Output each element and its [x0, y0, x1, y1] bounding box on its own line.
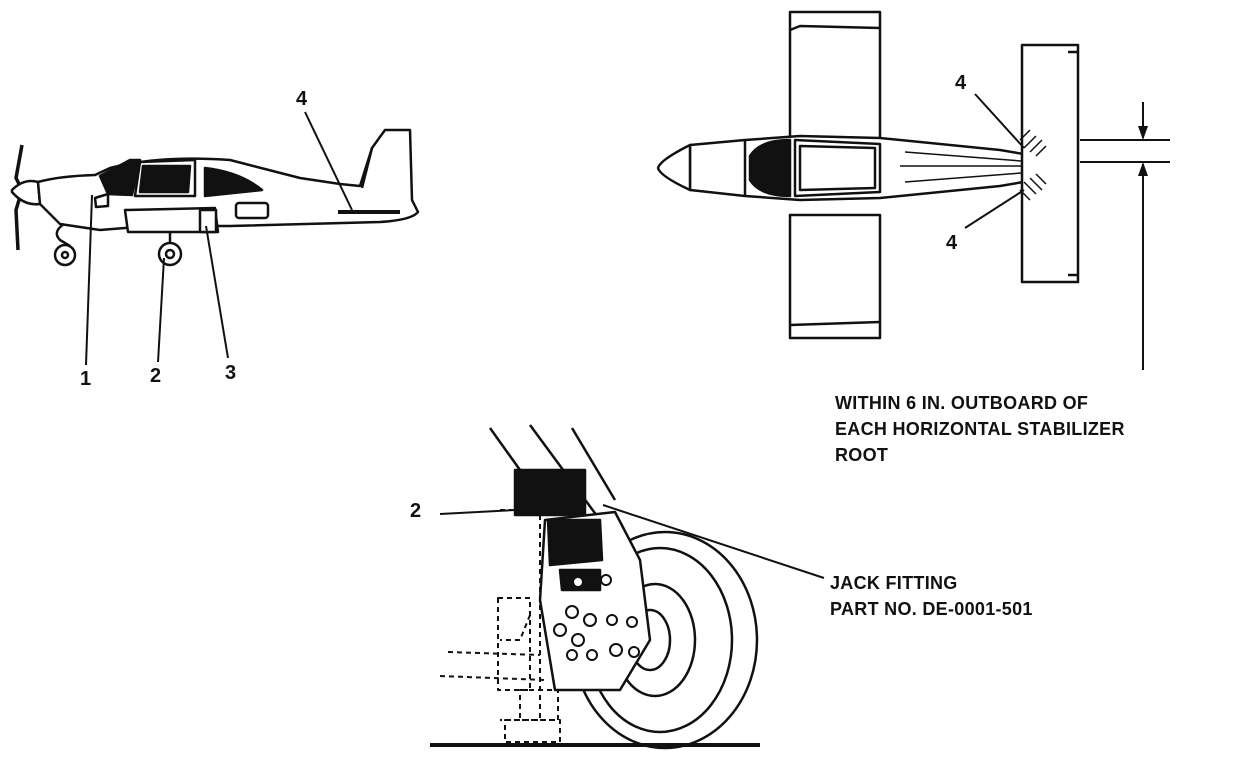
airplane-side-view	[10, 128, 420, 267]
stabilizer-note-line-1: WITHIN 6 IN. OUTBOARD OF	[835, 393, 1089, 413]
detail-leaders	[439, 504, 825, 579]
top-view-dimension	[964, 93, 1170, 370]
top-callout-4-upper: 4	[955, 72, 967, 94]
bolt-heads	[553, 574, 640, 661]
stabilizer-root-hatch	[1019, 129, 1047, 201]
stabilizer-note-line-2: EACH HORIZONTAL STABILIZER	[835, 419, 1125, 439]
dimension-arrowheads	[1138, 126, 1148, 176]
jack-fitting-note: JACK FITTING PART NO. DE-0001-501	[830, 570, 1033, 622]
detail-callout-2: 2	[410, 500, 422, 522]
jack-fitting-title: JACK FITTING	[830, 573, 958, 593]
stabilizer-note-line-3: ROOT	[835, 445, 889, 465]
callout-3-label: 3	[225, 362, 237, 384]
callout-4-label: 4	[296, 88, 308, 110]
callout-1-label: 1	[80, 368, 92, 390]
jack	[439, 509, 561, 743]
jack-fitting-part-number: PART NO. DE-0001-501	[830, 599, 1033, 619]
airplane-top-view	[656, 10, 1080, 340]
main-gear-detail	[430, 424, 760, 750]
side-view-leaders	[85, 111, 353, 366]
stabilizer-note: WITHIN 6 IN. OUTBOARD OF EACH HORIZONTAL…	[835, 390, 1125, 468]
callout-2-label: 2	[150, 365, 162, 387]
top-callout-4-lower: 4	[946, 232, 958, 254]
